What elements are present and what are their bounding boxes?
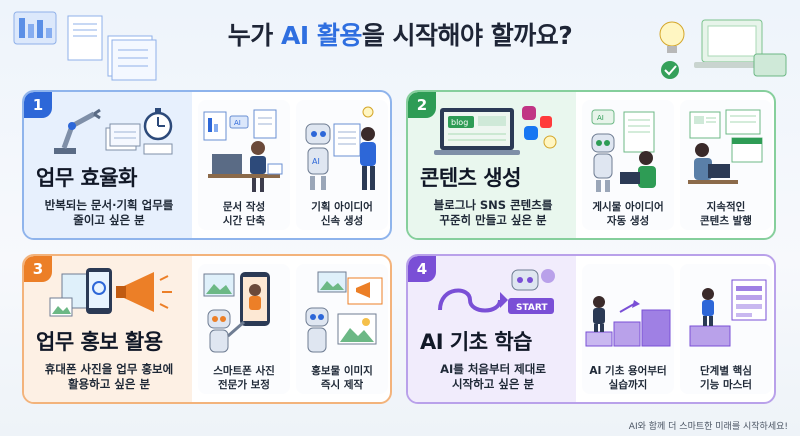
- card-main-panel: 2 blog 콘텐츠 생성 블로그나 SNS 콘텐츠를 꾸준히 만들고 싶은 분: [408, 92, 576, 238]
- card-number-badge: 4: [408, 256, 436, 282]
- person-at-desk-icon: AI: [203, 109, 283, 192]
- card-number-badge: 2: [408, 92, 436, 118]
- sub-feature-photo-editing: 스마트폰 사진 전문가 보정: [198, 264, 290, 394]
- robot-arm-stopwatch-icon: [54, 108, 173, 155]
- card-description: 휴대폰 사진을 업무 홍보에 활용하고 싶은 분: [44, 362, 174, 391]
- documents-chart-decoration: [13, 11, 157, 81]
- svg-text:blog: blog: [451, 118, 468, 127]
- card-ai-basics: 4 START AI 기초 학습 AI를 처음부터 제대로 시작하고 싶은 분 …: [406, 254, 776, 404]
- sub-feature-caption: 단계별 핵심 기능 마스터: [700, 365, 752, 391]
- robot-person-chat-icon: AI: [591, 109, 656, 192]
- card-heading: 업무 홍보 활용: [36, 330, 163, 354]
- card-work-efficiency: 1 업무 효율화 반복되는 문서·기획 업무를 줄이고 싶은 분 AI: [22, 90, 392, 240]
- card-description: 블로그나 SNS 콘텐츠를 꾸준히 만들고 싶은 분: [433, 198, 553, 227]
- robot-start-path-icon: START: [438, 269, 555, 314]
- svg-text:START: START: [516, 303, 548, 313]
- sub-feature-continuous-publishing: 지속적인 콘텐츠 발행: [680, 100, 772, 230]
- card-main-panel: 3 업무 홍보 활용 휴대폰 사진을 업무 홍보에 활용하고 싶은 분: [24, 256, 192, 402]
- sub-feature-caption: 문서 작성 시간 단축: [222, 201, 266, 227]
- card-number-badge: 3: [24, 256, 52, 282]
- card-main-panel: 1 업무 효율화 반복되는 문서·기획 업무를 줄이고 싶은 분: [24, 92, 192, 238]
- sub-feature-caption: AI 기초 용어부터 실습까지: [589, 365, 667, 391]
- person-calendar-icon: [688, 109, 763, 184]
- svg-text:AI: AI: [234, 119, 241, 127]
- page-title: 누가 AI 활용을 시작해야 할까요?: [227, 21, 573, 50]
- person-on-podium-icon: [689, 279, 767, 347]
- card-description: AI를 처음부터 제대로 시작하고 싶은 분: [440, 362, 546, 391]
- card-main-panel: 4 START AI 기초 학습 AI를 처음부터 제대로 시작하고 싶은 분: [408, 256, 576, 402]
- lightbulb-laptop-decoration: [659, 19, 787, 79]
- robot-and-person-icon: AI: [305, 106, 376, 190]
- laptop-blog-icon: blog: [434, 106, 557, 155]
- sub-feature-caption: 게시물 아이디어 자동 생성: [592, 201, 664, 227]
- svg-text:AI: AI: [597, 114, 604, 122]
- card-heading: AI 기초 학습: [420, 330, 532, 354]
- sub-feature-post-ideas: AI 게시물 아이디어 자동 생성: [582, 100, 674, 230]
- sub-feature-doc-time: AI 문서 작성 시간 단축: [198, 100, 290, 230]
- sub-feature-promo-images: 홍보물 이미지 즉시 제작: [296, 264, 388, 394]
- robot-promo-images-icon: [305, 271, 383, 353]
- card-promotion: 3 업무 홍보 활용 휴대폰 사진을 업무 홍보에 활용하고 싶은 분: [22, 254, 392, 404]
- sub-feature-planning-ideas: AI 기획 아이디어 신속 생성: [296, 100, 388, 230]
- sub-feature-caption: 홍보물 이미지 즉시 제작: [311, 365, 373, 391]
- sub-feature-caption: 스마트폰 사진 전문가 보정: [213, 365, 275, 391]
- svg-text:AI: AI: [312, 157, 320, 166]
- sub-feature-caption: 기획 아이디어 신속 생성: [311, 201, 373, 227]
- card-content-creation: 2 blog 콘텐츠 생성 블로그나 SNS 콘텐츠를 꾸준히 만들고 싶은 분: [406, 90, 776, 240]
- card-heading: 업무 효율화: [36, 166, 137, 190]
- card-heading: 콘텐츠 생성: [420, 166, 521, 190]
- footer-tagline: AI와 함께 더 스마트한 미래를 시작하세요!: [628, 422, 788, 432]
- card-description: 반복되는 문서·기획 업무를 줄이고 싶은 분: [44, 198, 174, 227]
- card-number-badge: 1: [24, 92, 52, 118]
- phone-megaphone-icon: [49, 268, 172, 317]
- steps-climbing-icon: [585, 296, 671, 347]
- sub-feature-ai-terms: AI 기초 용어부터 실습까지: [582, 264, 674, 394]
- robot-phone-photo-icon: [203, 272, 270, 353]
- title-highlight: AI 활용: [280, 21, 362, 50]
- sub-feature-caption: 지속적인 콘텐츠 발행: [700, 201, 752, 227]
- sub-feature-core-skills: 단계별 핵심 기능 마스터: [680, 264, 772, 394]
